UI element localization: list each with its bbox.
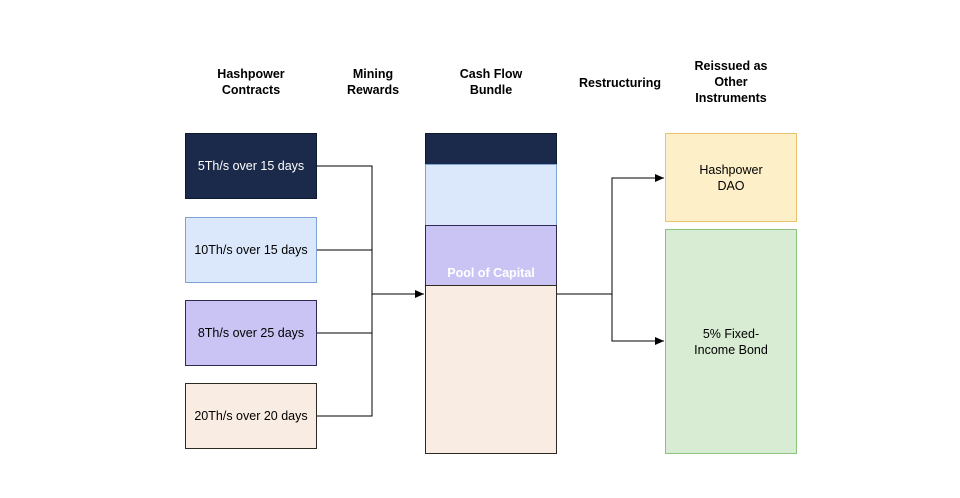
connector-contract-4 (317, 294, 373, 417)
header-reissued-instruments: Reissued as Other Instruments (694, 59, 768, 105)
contract-box-8ths-25-days: 8Th/s over 25 days (185, 300, 317, 366)
header-restructuring: Restructuring (579, 76, 661, 90)
instrument-box-fixed-income-bond: 5% Fixed- Income Bond (665, 229, 797, 454)
contract-box-5ths-15-days: 5Th/s over 15 days (185, 133, 317, 199)
contract-box-10ths-15-days: 10Th/s over 15 days (185, 217, 317, 283)
bundle-segment-5ths (425, 133, 557, 165)
arrow-to-dao (611, 174, 664, 294)
instrument-box-hashpower-dao: Hashpower DAO (665, 133, 797, 222)
header-mining-rewards: Mining Rewards (346, 67, 400, 97)
header-hashpower-contracts: Hashpower Contracts (217, 67, 285, 97)
bundle-segment-8ths (425, 225, 557, 286)
header-cash-flow-bundle: Cash Flow Bundle (459, 67, 523, 97)
bundle-segment-20ths (425, 285, 557, 454)
contract-box-20ths-20-days: 20Th/s over 20 days (185, 383, 317, 449)
connector-contract-1 (317, 165, 373, 294)
arrow-to-bond (611, 294, 664, 345)
pool-of-capital-label: Pool of Capital (447, 266, 535, 280)
